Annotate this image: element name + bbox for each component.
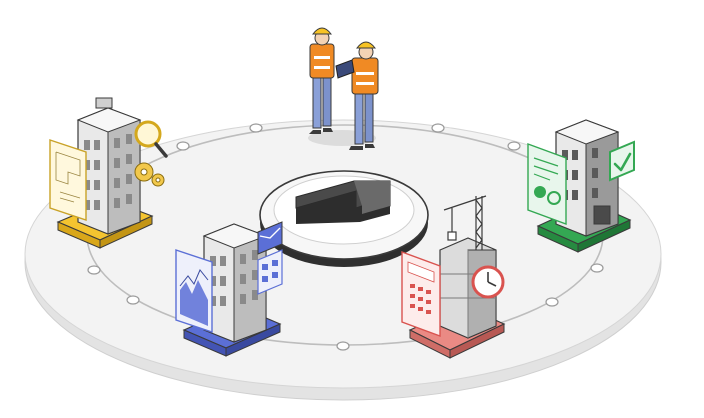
blueprint-icon — [49, 139, 87, 221]
stage-design-building — [49, 97, 168, 249]
company-logo-icon — [295, 180, 391, 224]
area-chart-icon — [175, 249, 213, 333]
clock-icon — [471, 265, 505, 299]
gear-icon — [134, 162, 165, 187]
stage-analytics-building — [175, 221, 283, 357]
envelope-icon — [257, 221, 283, 255]
magnifier-icon — [134, 120, 168, 158]
stage-construction-building — [401, 195, 506, 359]
ring-nodes — [87, 123, 604, 351]
grid-panel-icon — [257, 249, 283, 295]
crane-icon — [443, 195, 487, 250]
construction-workers — [308, 27, 379, 150]
central-hub — [259, 170, 429, 267]
worker-right — [335, 41, 379, 150]
checkmark-icon — [609, 140, 635, 182]
stage-completion-building — [527, 119, 635, 253]
report-icon — [527, 142, 567, 226]
calculator-icon — [401, 250, 441, 338]
worker-left — [309, 27, 335, 134]
